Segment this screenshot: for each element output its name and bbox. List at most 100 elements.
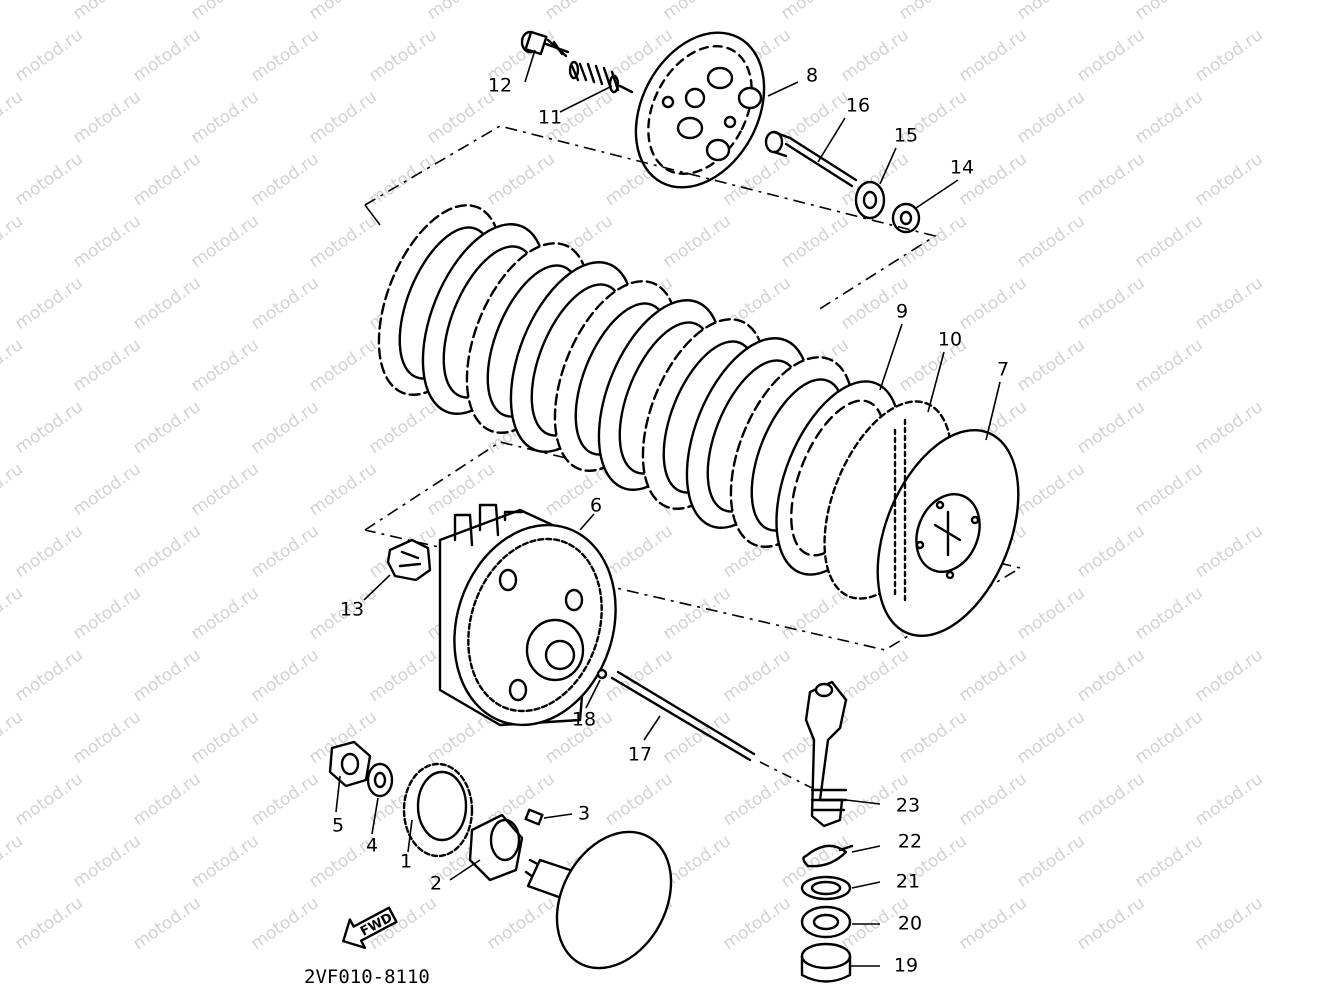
watermark-text: motod.ru bbox=[483, 149, 558, 210]
watermark-text: motod.ru bbox=[187, 459, 262, 520]
watermark-text: motod.ru bbox=[1013, 211, 1088, 272]
watermark-text: motod.ru bbox=[1073, 397, 1148, 458]
callout-19: 19 bbox=[894, 955, 918, 977]
watermark-text: motod.ru bbox=[0, 211, 27, 272]
watermark-text: motod.ru bbox=[541, 0, 616, 24]
watermark-text: motod.ru bbox=[69, 707, 144, 768]
callout-23: 23 bbox=[896, 795, 920, 817]
watermark-text: motod.ru bbox=[1073, 25, 1148, 86]
watermark-text: motod.ru bbox=[719, 645, 794, 706]
watermark-text: motod.ru bbox=[1013, 0, 1088, 24]
watermark-text: motod.ru bbox=[305, 211, 380, 272]
watermark-text: motod.ru bbox=[69, 0, 144, 24]
pressure-plate-drawing bbox=[520, 30, 766, 189]
watermark-text: motod.ru bbox=[1131, 831, 1206, 892]
watermark-text: motod.ru bbox=[1131, 335, 1206, 396]
watermark-text: motod.ru bbox=[305, 335, 380, 396]
callout-8: 8 bbox=[806, 65, 818, 87]
watermark-text: motod.ru bbox=[1013, 583, 1088, 644]
watermark-text: motod.ru bbox=[955, 645, 1030, 706]
callout-13: 13 bbox=[340, 599, 364, 621]
watermark-text: motod.ru bbox=[955, 25, 1030, 86]
watermark-text: motod.ru bbox=[129, 769, 204, 830]
watermark-text: motod.ru bbox=[837, 25, 912, 86]
watermark-text: motod.ru bbox=[129, 273, 204, 334]
watermark-text: motod.ru bbox=[483, 893, 558, 954]
watermark-text: motod.ru bbox=[1131, 583, 1206, 644]
watermark-text: motod.ru bbox=[1073, 273, 1148, 334]
watermark-text: motod.ru bbox=[69, 211, 144, 272]
watermark-text: motod.ru bbox=[1191, 893, 1266, 954]
watermark-text: motod.ru bbox=[365, 397, 440, 458]
callout-1: 1 bbox=[400, 851, 412, 873]
callout-10: 10 bbox=[938, 329, 962, 351]
push-rod-set-drawing bbox=[764, 130, 921, 234]
watermark-text: motod.ru bbox=[247, 273, 322, 334]
watermark-text: motod.ru bbox=[247, 521, 322, 582]
callout-18: 18 bbox=[572, 709, 596, 731]
watermark-text: motod.ru bbox=[0, 87, 27, 148]
watermark-text: motod.ru bbox=[955, 893, 1030, 954]
watermark-text: motod.ru bbox=[365, 25, 440, 86]
callout-4: 4 bbox=[366, 835, 378, 857]
watermark-text: motod.ru bbox=[837, 645, 912, 706]
watermark-text: motod.ru bbox=[1073, 521, 1148, 582]
watermark-text: motod.ru bbox=[187, 0, 262, 24]
watermark-text: motod.ru bbox=[247, 25, 322, 86]
watermark-text: motod.ru bbox=[1073, 893, 1148, 954]
watermark-text: motod.ru bbox=[1191, 273, 1266, 334]
watermark-text: motod.ru bbox=[1191, 769, 1266, 830]
watermark-text: motod.ru bbox=[11, 25, 86, 86]
watermark-text: motod.ru bbox=[129, 645, 204, 706]
watermark-text: motod.ru bbox=[247, 397, 322, 458]
watermark-text: motod.ru bbox=[1013, 831, 1088, 892]
kick-shaft-drawing bbox=[800, 680, 854, 983]
watermark-text: motod.ru bbox=[0, 335, 27, 396]
watermark-text: motod.ru bbox=[129, 397, 204, 458]
callout-22: 22 bbox=[898, 831, 922, 853]
watermark-text: motod.ru bbox=[69, 831, 144, 892]
callout-20: 20 bbox=[898, 913, 922, 935]
watermark-text: motod.ru bbox=[1013, 335, 1088, 396]
watermark-text: motod.ru bbox=[1013, 707, 1088, 768]
watermark-text: motod.ru bbox=[247, 149, 322, 210]
watermark-text: motod.ru bbox=[305, 0, 380, 24]
watermark-text: motod.ru bbox=[365, 645, 440, 706]
diagram-code: 2VF010-8110 bbox=[304, 966, 430, 988]
watermark-text: motod.ru bbox=[129, 893, 204, 954]
watermark-text: motod.ru bbox=[1191, 25, 1266, 86]
watermark-text: motod.ru bbox=[187, 211, 262, 272]
watermark-text: motod.ru bbox=[1073, 769, 1148, 830]
watermark-text: motod.ru bbox=[423, 0, 498, 24]
watermark-text: motod.ru bbox=[0, 459, 27, 520]
watermark-text: motod.ru bbox=[895, 0, 970, 24]
watermark-text: motod.ru bbox=[0, 0, 27, 24]
callout-6: 6 bbox=[590, 495, 602, 517]
watermark-text: motod.ru bbox=[601, 645, 676, 706]
watermark-text: motod.ru bbox=[955, 273, 1030, 334]
watermark-text: motod.ru bbox=[895, 707, 970, 768]
watermark-text: motod.ru bbox=[719, 893, 794, 954]
watermark-text: motod.ru bbox=[955, 769, 1030, 830]
watermark-text: motod.ru bbox=[1013, 87, 1088, 148]
callout-5: 5 bbox=[332, 815, 344, 837]
watermark-text: motod.ru bbox=[69, 583, 144, 644]
clutch-boss-drawing bbox=[775, 380, 1020, 637]
callout-2: 2 bbox=[430, 873, 442, 895]
watermark-text: motod.ru bbox=[1131, 87, 1206, 148]
watermark-text: motod.ru bbox=[69, 335, 144, 396]
watermark-text: motod.ru bbox=[247, 893, 322, 954]
watermark-text: motod.ru bbox=[1191, 397, 1266, 458]
clutch-plate-stack-drawing bbox=[364, 125, 1023, 651]
watermark-text: motod.ru bbox=[187, 335, 262, 396]
watermark-text: motod.ru bbox=[11, 645, 86, 706]
watermark-text: motod.ru bbox=[601, 521, 676, 582]
watermark-text: motod.ru bbox=[187, 707, 262, 768]
watermark-text: motod.ru bbox=[1191, 645, 1266, 706]
watermark-text: motod.ru bbox=[1131, 707, 1206, 768]
watermark-text: motod.ru bbox=[11, 769, 86, 830]
watermark-text: motod.ru bbox=[659, 707, 734, 768]
watermark-text: motod.ru bbox=[129, 521, 204, 582]
watermark-text: motod.ru bbox=[187, 831, 262, 892]
